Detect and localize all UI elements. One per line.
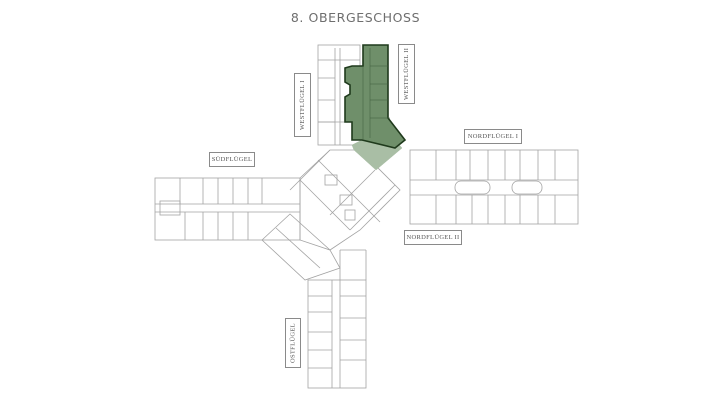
label-nordfluegel-1: NORDFLÜGEL I xyxy=(464,129,522,144)
label-suedfluegel: SÜDFLÜGEL xyxy=(209,152,255,167)
nordfluegel-wing xyxy=(409,149,579,225)
diagonal-connector xyxy=(261,213,341,281)
label-ostfluegel: OSTFLÜGEL xyxy=(285,318,301,368)
label-westfluegel-1: WESTFLÜGEL I xyxy=(294,73,311,137)
label-westfluegel-2: WESTFLÜGEL II xyxy=(398,44,415,104)
label-nordfluegel-2: NORDFLÜGEL II xyxy=(404,230,462,245)
highlighted-unit[interactable] xyxy=(344,44,407,171)
floor-title: 8. OBERGESCHOSS xyxy=(290,10,421,25)
central-hub xyxy=(289,149,401,251)
suedfluegel-wing xyxy=(154,177,301,241)
ostfluegel-wing xyxy=(307,249,367,389)
